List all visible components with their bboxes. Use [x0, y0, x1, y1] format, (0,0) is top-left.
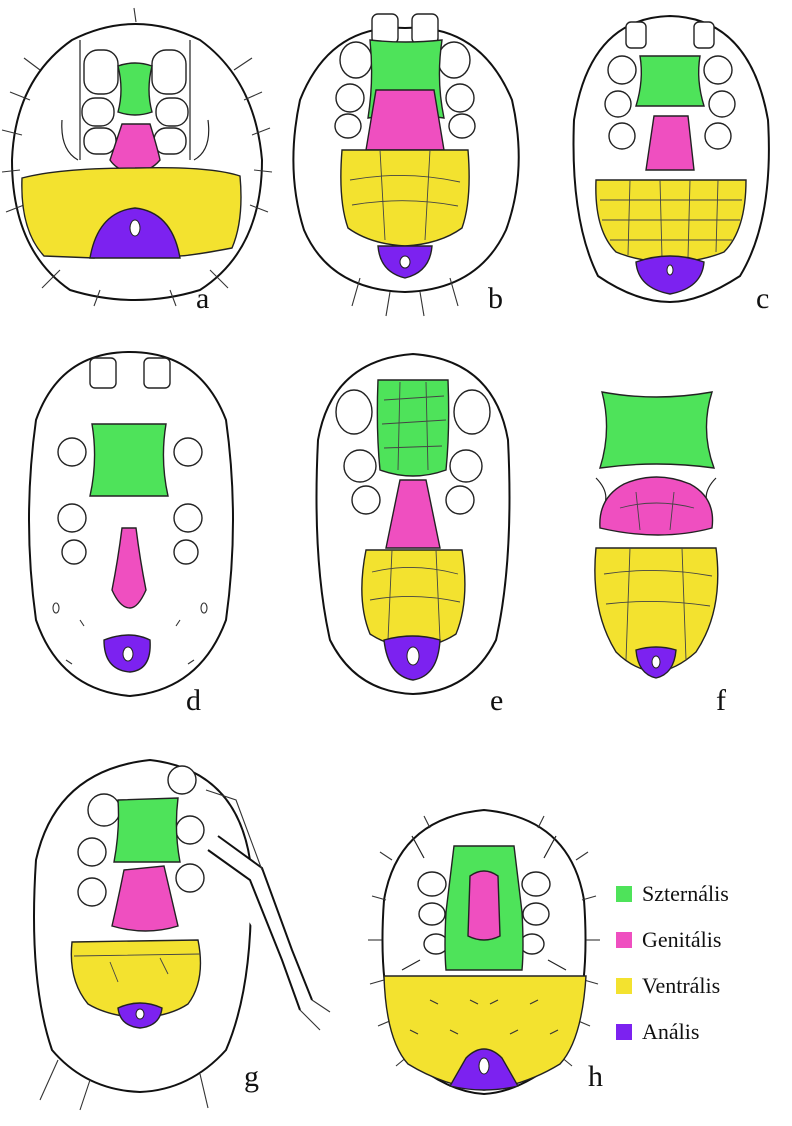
panel-a-coxa-2r: [156, 98, 188, 126]
panel-b-coxa-2l: [336, 84, 364, 112]
panel-d-gnathosoma-r: [144, 358, 170, 388]
panel-a-coxa-3r: [154, 128, 186, 154]
panel-e-coxa-1r: [454, 390, 490, 434]
panel-d-anus: [123, 647, 133, 661]
panel-h-anus: [479, 1058, 489, 1074]
panel-b-gnathosoma-r: [412, 14, 438, 44]
panel-c-genital-plate: [646, 116, 694, 170]
panel-e-sternal-plate: [377, 380, 448, 476]
panel-g-label: g: [244, 1060, 259, 1093]
panel-f-label: f: [716, 684, 726, 717]
legend: Szternális Genitális Ventrális Anális: [616, 881, 729, 1044]
legend-label-ventral: Ventrális: [642, 973, 720, 998]
legend-item-anal: Anális: [616, 1019, 699, 1044]
panel-e: e: [317, 354, 510, 717]
panel-c-sternal-plate: [636, 56, 704, 106]
panel-h-coxa-1l: [418, 872, 446, 896]
panel-h-genital-plate: [468, 871, 500, 940]
panel-c-coxa-2l: [605, 91, 631, 117]
legend-swatch-ventral: [616, 978, 632, 994]
panel-c-coxa-2r: [709, 91, 735, 117]
legend-item-ventral: Ventrális: [616, 973, 720, 998]
panel-b-coxa-3r: [449, 114, 475, 138]
panel-d-coxa-2l: [58, 504, 86, 532]
panel-g-coxa-3r: [176, 864, 204, 892]
panel-d-coxa-3l: [62, 540, 86, 564]
panel-c-label: c: [756, 282, 769, 315]
panel-c-anus: [667, 265, 673, 275]
panel-b-coxa-2r: [446, 84, 474, 112]
panel-b-genital-plate: [366, 90, 444, 150]
panel-g-coxa-1r: [168, 766, 196, 794]
panel-b-coxa-1l: [340, 42, 372, 78]
legend-swatch-anal: [616, 1024, 632, 1040]
panel-e-coxa-3r: [446, 486, 474, 514]
panel-a-coxa-1l: [84, 50, 118, 94]
panel-e-coxa-2r: [450, 450, 482, 482]
panel-g-coxa-2l: [78, 838, 106, 866]
legend-item-sternal: Szternális: [616, 881, 729, 906]
panel-d-label: d: [186, 684, 201, 717]
panel-g-coxa-2r: [176, 816, 204, 844]
panel-g-anus: [136, 1009, 144, 1019]
panel-f: f: [595, 392, 726, 717]
panel-b-coxa-3l: [335, 114, 361, 138]
panel-e-anus: [407, 647, 419, 665]
panel-c: c: [574, 16, 770, 315]
panel-c-ventral-plate: [596, 180, 746, 262]
panel-d-coxa-1r: [174, 438, 202, 466]
panel-a-coxa-2l: [82, 98, 114, 126]
panel-c-coxa-1l: [608, 56, 636, 84]
panel-b-anus: [400, 256, 410, 268]
panel-a-label: a: [196, 282, 209, 315]
panel-h-coxa-2r: [523, 903, 549, 925]
panel-e-coxa-3l: [352, 486, 380, 514]
panel-h-coxa-1r: [522, 872, 550, 896]
panel-b: b: [293, 14, 518, 316]
panel-c-coxa-3r: [705, 123, 731, 149]
panel-f-sternal-plate: [600, 392, 714, 468]
panel-c-coxa-3l: [609, 123, 635, 149]
panel-b-label: b: [488, 282, 503, 315]
panel-h: h: [368, 810, 603, 1094]
panel-d-gnathosoma-l: [90, 358, 116, 388]
panel-c-gnathosoma-r: [694, 22, 714, 48]
panel-a-coxa-1r: [152, 50, 186, 94]
panel-g-sternal-plate: [114, 798, 180, 862]
panel-c-gnathosoma-l: [626, 22, 646, 48]
legend-label-genital: Genitális: [642, 927, 721, 952]
legend-swatch-genital: [616, 932, 632, 948]
panel-c-coxa-1r: [704, 56, 732, 84]
legend-label-anal: Anális: [642, 1019, 699, 1044]
panel-b-ventral-plate: [341, 150, 469, 246]
panel-h-coxa-2l: [419, 903, 445, 925]
panel-b-coxa-1r: [438, 42, 470, 78]
panel-e-coxa-1l: [336, 390, 372, 434]
panel-e-coxa-2l: [344, 450, 376, 482]
panel-b-gnathosoma-l: [372, 14, 398, 44]
panel-g: g: [34, 760, 330, 1110]
panel-g-coxa-3l: [78, 878, 106, 906]
panel-a: a: [2, 8, 272, 315]
legend-item-genital: Genitális: [616, 927, 721, 952]
panel-d-coxa-3r: [174, 540, 198, 564]
panel-a-coxa-3l: [84, 128, 116, 154]
panel-d-sternal-plate: [90, 424, 168, 496]
panel-d-coxa-2r: [174, 504, 202, 532]
panel-e-label: e: [490, 684, 503, 717]
panel-d-coxa-1l: [58, 438, 86, 466]
panel-g-coxa-1l: [88, 794, 120, 826]
panel-f-genital-plate: [600, 477, 713, 535]
panel-d: d: [29, 352, 233, 717]
panel-f-anus: [652, 656, 660, 668]
legend-label-sternal: Szternális: [642, 881, 729, 906]
panel-h-label: h: [588, 1060, 603, 1093]
panel-a-anus: [130, 220, 140, 236]
legend-swatch-sternal: [616, 886, 632, 902]
panel-a-sternal-plate: [118, 63, 152, 115]
